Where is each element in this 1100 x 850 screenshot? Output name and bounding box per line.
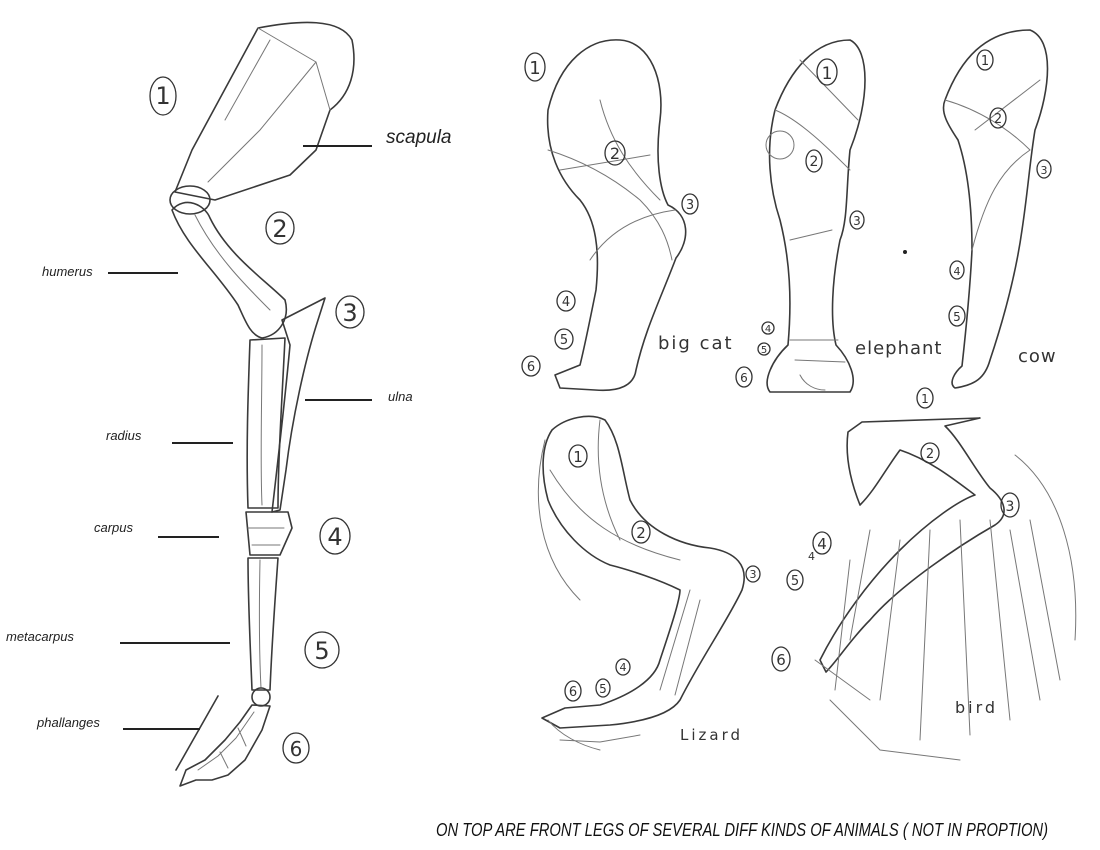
label-humerus: humerus [42, 264, 93, 279]
elephant-number-5: 5 [761, 345, 767, 356]
caption: ON TOP ARE FRONT LEGS OF SEVERAL DIFF KI… [436, 820, 1048, 840]
cat-number-4: 4 [562, 295, 570, 310]
bird-number-4b: 4 [808, 550, 815, 563]
lizard-number-6: 6 [569, 685, 577, 700]
elephant-number-4: 4 [765, 324, 771, 335]
cat-number-2: 2 [610, 144, 620, 163]
main-number-1: 1 [155, 82, 170, 110]
lizard-number-5: 5 [599, 682, 607, 696]
label-leaders [108, 145, 372, 730]
cow-number-5: 5 [953, 310, 961, 324]
elephant-number-3: 3 [853, 214, 861, 228]
cow-number-1: 1 [981, 54, 989, 69]
cow-number-3: 3 [1041, 164, 1048, 177]
elephant-number-6: 6 [740, 371, 748, 385]
lizard-number-1: 1 [573, 448, 583, 466]
lizard-leg: 1 2 3 4 5 6 Lizard [537, 415, 761, 751]
main-number-2: 2 [272, 215, 287, 243]
cow-number-1b: 1 [921, 392, 929, 406]
elephant-number-1: 1 [822, 64, 833, 84]
phalanges-bones [179, 704, 271, 787]
stray-dot [903, 250, 907, 254]
ulna-bone [271, 297, 326, 513]
cow-number-4: 4 [954, 265, 961, 278]
lizard-number-2: 2 [636, 524, 646, 542]
label-big-cat: big cat [658, 333, 734, 354]
label-carpus: carpus [94, 520, 134, 535]
label-scapula: scapula [386, 127, 452, 148]
carpus-bones [245, 511, 293, 556]
label-phallanges: phallanges [36, 715, 100, 730]
big-cat-leg: 1 2 3 4 5 6 big cat [521, 39, 734, 392]
label-ulna: ulna [388, 389, 413, 404]
main-number-5: 5 [314, 637, 329, 665]
label-cow: cow [1018, 346, 1057, 367]
humerus-bone [171, 201, 287, 339]
main-number-3: 3 [342, 299, 357, 327]
bird-number-5: 5 [791, 574, 799, 589]
cow-leg: 1 2 3 4 5 1 cow [916, 29, 1057, 409]
bird-number-4: 4 [817, 535, 827, 553]
cat-number-3: 3 [686, 198, 694, 213]
cat-number-6: 6 [527, 360, 535, 375]
lizard-number-3: 3 [750, 568, 757, 581]
cow-number-2: 2 [994, 112, 1002, 127]
label-lizard: Lizard [680, 726, 743, 744]
cat-number-1: 1 [529, 58, 540, 79]
main-number-4: 4 [327, 523, 342, 551]
bird-number-2: 2 [926, 447, 934, 462]
cat-number-5: 5 [560, 333, 568, 348]
bird-wing: 2 3 4 5 4 6 bird [771, 417, 1077, 761]
main-leg-drawing [169, 21, 355, 787]
lizard-number-4: 4 [620, 661, 627, 674]
elephant-leg: 1 2 3 4 5 6 elephant [735, 39, 942, 393]
metacarpus-bone [247, 557, 279, 691]
main-leg-numbers: 1 2 3 4 5 6 [149, 76, 365, 764]
bird-number-3: 3 [1006, 499, 1015, 515]
bird-number-6: 6 [776, 651, 786, 669]
label-bird: bird [955, 698, 998, 717]
label-metacarpus: metacarpus [6, 629, 74, 644]
label-elephant: elephant [855, 338, 942, 359]
main-number-6: 6 [290, 737, 303, 761]
elephant-number-2: 2 [810, 154, 819, 170]
label-radius: radius [106, 428, 142, 443]
radius-bone [246, 337, 286, 509]
scapula-bone [174, 21, 355, 201]
